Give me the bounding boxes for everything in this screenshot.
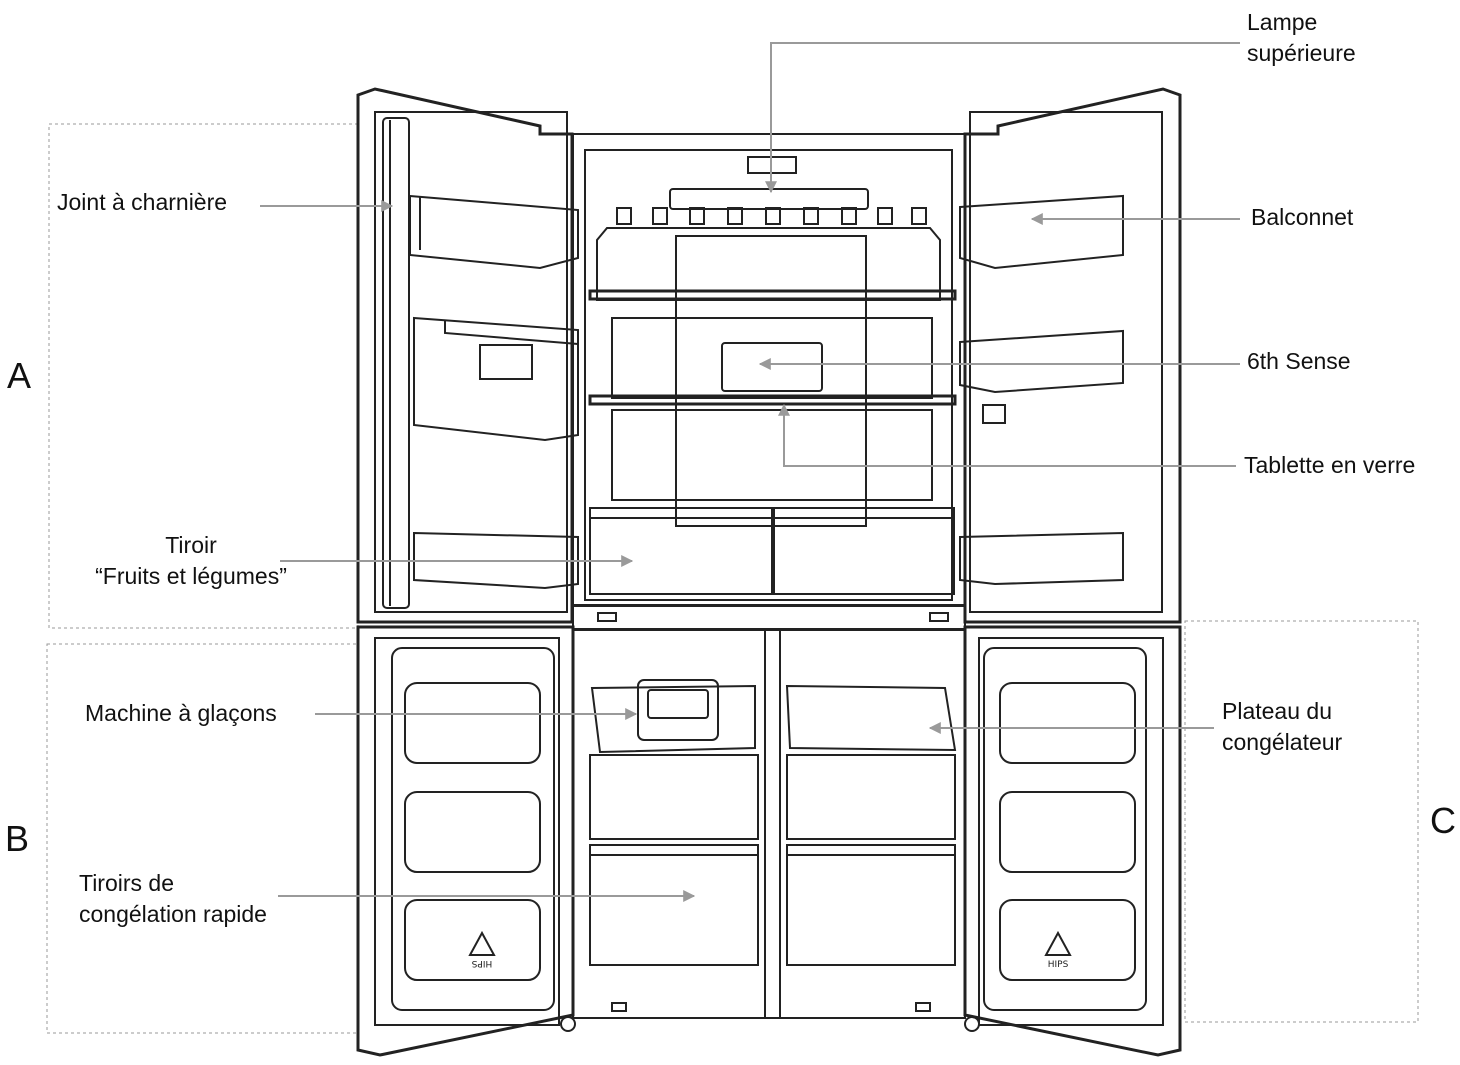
lamp-leader — [765, 42, 1240, 194]
balcony-bin-2 — [959, 329, 1124, 394]
label-hinge-seal: Joint à charnière — [57, 189, 228, 215]
glass-shelf-2 — [588, 394, 957, 406]
ice-maker — [637, 679, 719, 741]
label-crisper-line-1: Tiroir — [165, 532, 217, 558]
label-fast-freeze-line-1: Tiroirs de — [79, 870, 174, 896]
lower-right-door — [963, 625, 1182, 1057]
label-sixth-sense: 6th Sense — [1247, 348, 1351, 374]
upper-right-door — [963, 87, 1182, 624]
label-lamp: Lampe supérieure — [1247, 7, 1356, 69]
lower-right-door-bin-3 — [999, 899, 1136, 981]
upper-left-bin-2 — [413, 531, 579, 590]
sixth-sense-panel — [721, 342, 823, 392]
label-glass-shelf: Tablette en verre — [1244, 452, 1416, 478]
crisper-drawer-right — [773, 507, 955, 595]
label-ice-maker: Machine à glaçons — [85, 700, 277, 726]
lower-left-door — [356, 625, 575, 1057]
lower-right-door-bin-1 — [999, 682, 1136, 764]
lower-left-door-bin-1 — [404, 682, 541, 764]
freezer-tray — [785, 684, 957, 752]
recycle-mark-left-text: HIPS — [471, 958, 492, 968]
label-fast-freeze: Tiroirs de congélation rapide — [79, 868, 267, 930]
label-crisper-line-2: “Fruits et légumes” — [95, 563, 287, 589]
freezer-drawer-right-2 — [786, 844, 956, 966]
glass-shelf-1 — [588, 289, 957, 301]
lower-right-door-bin-2 — [999, 791, 1136, 873]
label-lamp-line-1: Lampe — [1247, 9, 1318, 35]
upper-left-dispenser — [413, 316, 579, 442]
leader-lines — [260, 42, 1240, 902]
lamp-vents — [616, 207, 927, 225]
lower-left-door-bin-2 — [404, 791, 541, 873]
recycle-mark-right: HIPS — [1044, 930, 1072, 970]
fridge-cavity — [572, 133, 966, 607]
balcony-bin-3 — [959, 531, 1124, 586]
ice-maker-tray — [590, 684, 756, 754]
label-crisper: Tiroir “Fruits et légumes” — [66, 530, 316, 592]
upper-left-door — [356, 87, 574, 624]
recycle-mark-right-text: HIPS — [1048, 960, 1069, 970]
upper-left-bin-1 — [409, 194, 579, 270]
lower-left-foot — [560, 1016, 576, 1032]
glass-shelf-leader — [778, 403, 1236, 467]
label-freezer-tray-line-2: congélateur — [1222, 729, 1343, 755]
freezer-drawer-left-2 — [589, 844, 759, 966]
label-freezer-tray: Plateau du congélateur — [1222, 696, 1342, 758]
zone-c-label: C — [1430, 800, 1456, 841]
recycle-mark-left: HIPS — [468, 930, 496, 968]
label-freezer-tray-line-1: Plateau du — [1222, 698, 1332, 724]
back-panel — [675, 235, 867, 527]
hinge-seal-strip — [382, 117, 410, 609]
zone-b-label: B — [5, 818, 30, 859]
label-fast-freeze-line-2: congélation rapide — [79, 901, 267, 927]
label-balcony: Balconnet — [1251, 204, 1354, 230]
balcony-bin-1 — [959, 194, 1124, 270]
crisper-drawer-left — [589, 507, 773, 595]
zone-a-label: A — [7, 355, 32, 396]
freezer-drawer-left-1 — [589, 754, 759, 840]
fridge-outline — [356, 87, 1182, 1057]
freezer-drawer-right-1 — [786, 754, 956, 840]
lower-left-door-bin-3 — [404, 899, 541, 981]
label-lamp-line-2: supérieure — [1247, 40, 1356, 66]
zone-c-outline — [1184, 620, 1419, 1023]
lower-right-foot — [964, 1016, 980, 1032]
top-lamp — [669, 188, 869, 210]
